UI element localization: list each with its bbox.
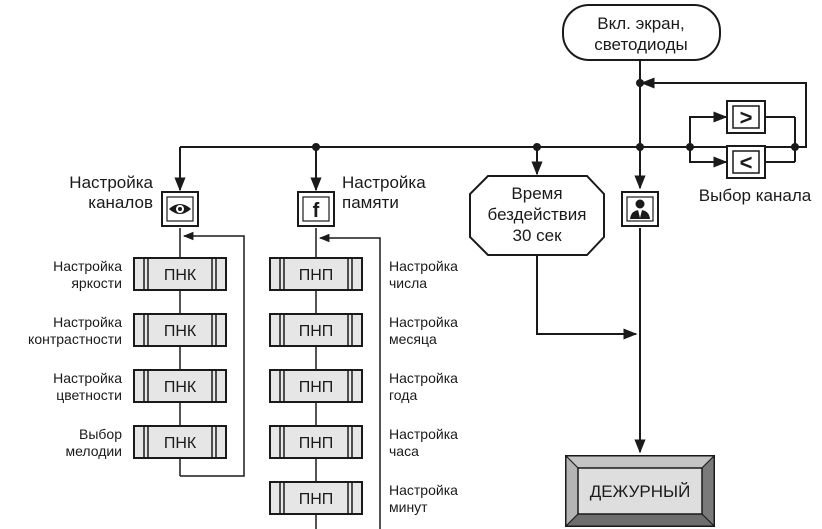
memory-item-line1: Настройка bbox=[389, 370, 458, 386]
selector-feedback-line bbox=[640, 77, 807, 148]
mem-loop-line bbox=[318, 233, 381, 529]
channel-item-line1: Настройка bbox=[53, 258, 122, 274]
idle-octagon bbox=[469, 175, 605, 256]
pnp-box[interactable]: ПНП bbox=[269, 425, 363, 459]
pnk-box-label: ПНК bbox=[164, 323, 197, 340]
memory-item-line2: года bbox=[389, 387, 417, 403]
junction-dot bbox=[533, 143, 541, 151]
junction-dot bbox=[686, 143, 694, 151]
junction-dot bbox=[791, 143, 799, 151]
duty-mode-button[interactable] bbox=[621, 191, 659, 227]
memory-setup-button[interactable]: f bbox=[297, 191, 335, 227]
duty-bevel-top bbox=[564, 455, 716, 469]
pnk-box-label: ПНК bbox=[164, 267, 197, 284]
memory-item-line1: Настройка bbox=[389, 258, 458, 274]
selector-prev-branch bbox=[689, 147, 728, 168]
channel-item-line1: Выбор bbox=[79, 426, 122, 442]
start-node-line1: Вкл. экран, bbox=[597, 14, 684, 33]
prev-arrow-icon: < bbox=[740, 150, 753, 175]
next-arrow-icon: > bbox=[740, 105, 753, 130]
idle-line1: Время bbox=[511, 184, 562, 203]
pnp-box-label: ПНП bbox=[299, 379, 334, 396]
duty-node-label: ДЕЖУРНЫЙ bbox=[590, 482, 691, 501]
pnk-box[interactable]: ПНК bbox=[133, 257, 227, 291]
channel-item-line1: Настройка bbox=[53, 370, 122, 386]
pnp-box[interactable]: ПНП bbox=[269, 481, 363, 515]
eye-icon bbox=[169, 204, 191, 214]
channel-select-label: Выбор канала bbox=[699, 186, 812, 205]
pnk-box[interactable]: ПНК bbox=[133, 425, 227, 459]
channel-item-line2: цветности bbox=[56, 387, 122, 403]
idle-line3: 30 сек bbox=[512, 226, 562, 245]
pnp-box-label: ПНП bbox=[299, 323, 334, 340]
start-node: Вкл. экран, светодиоды bbox=[562, 4, 721, 61]
channel-item: Выбор мелодии ПНК bbox=[65, 425, 227, 459]
ch-loop-line bbox=[180, 231, 245, 477]
memory-setup-title-line2: памяти bbox=[342, 193, 399, 212]
pnp-box-label: ПНП bbox=[299, 267, 334, 284]
memory-item-line1: Настройка bbox=[389, 482, 458, 498]
duty-node: ДЕЖУРНЫЙ bbox=[564, 454, 716, 528]
start-node-line2: светодиоды bbox=[594, 35, 688, 54]
pnp-box-label: ПНП bbox=[299, 491, 334, 508]
memory-item-line2: месяца bbox=[389, 331, 437, 347]
channel-setup-button[interactable] bbox=[161, 191, 199, 227]
duty-bevel-bottom bbox=[564, 513, 716, 527]
junction-dot bbox=[636, 79, 644, 87]
pnk-box[interactable]: ПНК bbox=[133, 369, 227, 403]
pnp-box[interactable]: ПНП bbox=[269, 313, 363, 347]
connectors bbox=[174, 60, 807, 529]
channel-item: Настройка контрастности ПНК bbox=[28, 313, 227, 347]
pnp-box[interactable]: ПНП bbox=[269, 369, 363, 403]
function-icon: f bbox=[313, 200, 320, 222]
memory-item-line1: Настройка bbox=[389, 426, 458, 442]
channel-item-line2: мелодии bbox=[65, 443, 122, 459]
memory-setup-title-line1: Настройка bbox=[342, 173, 426, 192]
pnp-box[interactable]: ПНП bbox=[269, 257, 363, 291]
idle-timeout-node: Время бездействия 30 сек bbox=[469, 175, 605, 256]
pnk-box-label: ПНК bbox=[164, 379, 197, 396]
memory-item-line2: часа bbox=[389, 443, 419, 459]
pnk-box[interactable]: ПНК bbox=[133, 313, 227, 347]
duty-face bbox=[577, 467, 703, 515]
channel-prev-button[interactable]: < bbox=[726, 145, 766, 179]
junction-dot bbox=[312, 143, 320, 151]
memory-item-line2: минут bbox=[389, 499, 428, 515]
memory-setup-inner bbox=[302, 196, 330, 222]
junction-dots bbox=[312, 79, 799, 151]
channel-next-button[interactable]: > bbox=[726, 100, 766, 134]
person-icon bbox=[630, 199, 650, 219]
memory-item: ПНП Настройка минут bbox=[269, 481, 458, 515]
channel-setup-title-line1: Настройка bbox=[69, 173, 153, 192]
channel-item-line2: контрастности bbox=[28, 331, 122, 347]
channel-item: Настройка цветности ПНК bbox=[53, 369, 227, 403]
junction-dot bbox=[636, 143, 644, 151]
channel-item-line1: Настройка bbox=[53, 314, 122, 330]
memory-item-line1: Настройка bbox=[389, 314, 458, 330]
channel-setup-title-line2: каналов bbox=[88, 193, 153, 212]
memory-item: ПНП Настройка года bbox=[269, 369, 458, 403]
memory-item: ПНП Настройка месяца bbox=[269, 313, 458, 347]
channel-prev-inner bbox=[732, 150, 760, 174]
memory-item: ПНП Настройка числа bbox=[269, 257, 458, 291]
idle-to-duty-line bbox=[536, 254, 638, 340]
idle-line2: бездействия bbox=[488, 205, 587, 224]
pnk-box-label: ПНК bbox=[164, 435, 197, 452]
channel-item: Настройка яркости ПНК bbox=[53, 257, 227, 291]
memory-item: ПНП Настройка часа bbox=[269, 425, 458, 459]
channel-item-line2: яркости bbox=[71, 275, 122, 291]
start-node-frame bbox=[562, 4, 721, 61]
selector-next-branch bbox=[689, 111, 728, 147]
pnp-box-label: ПНП bbox=[299, 435, 334, 452]
memory-item-line2: числа bbox=[389, 275, 427, 291]
channel-next-inner bbox=[732, 105, 760, 129]
